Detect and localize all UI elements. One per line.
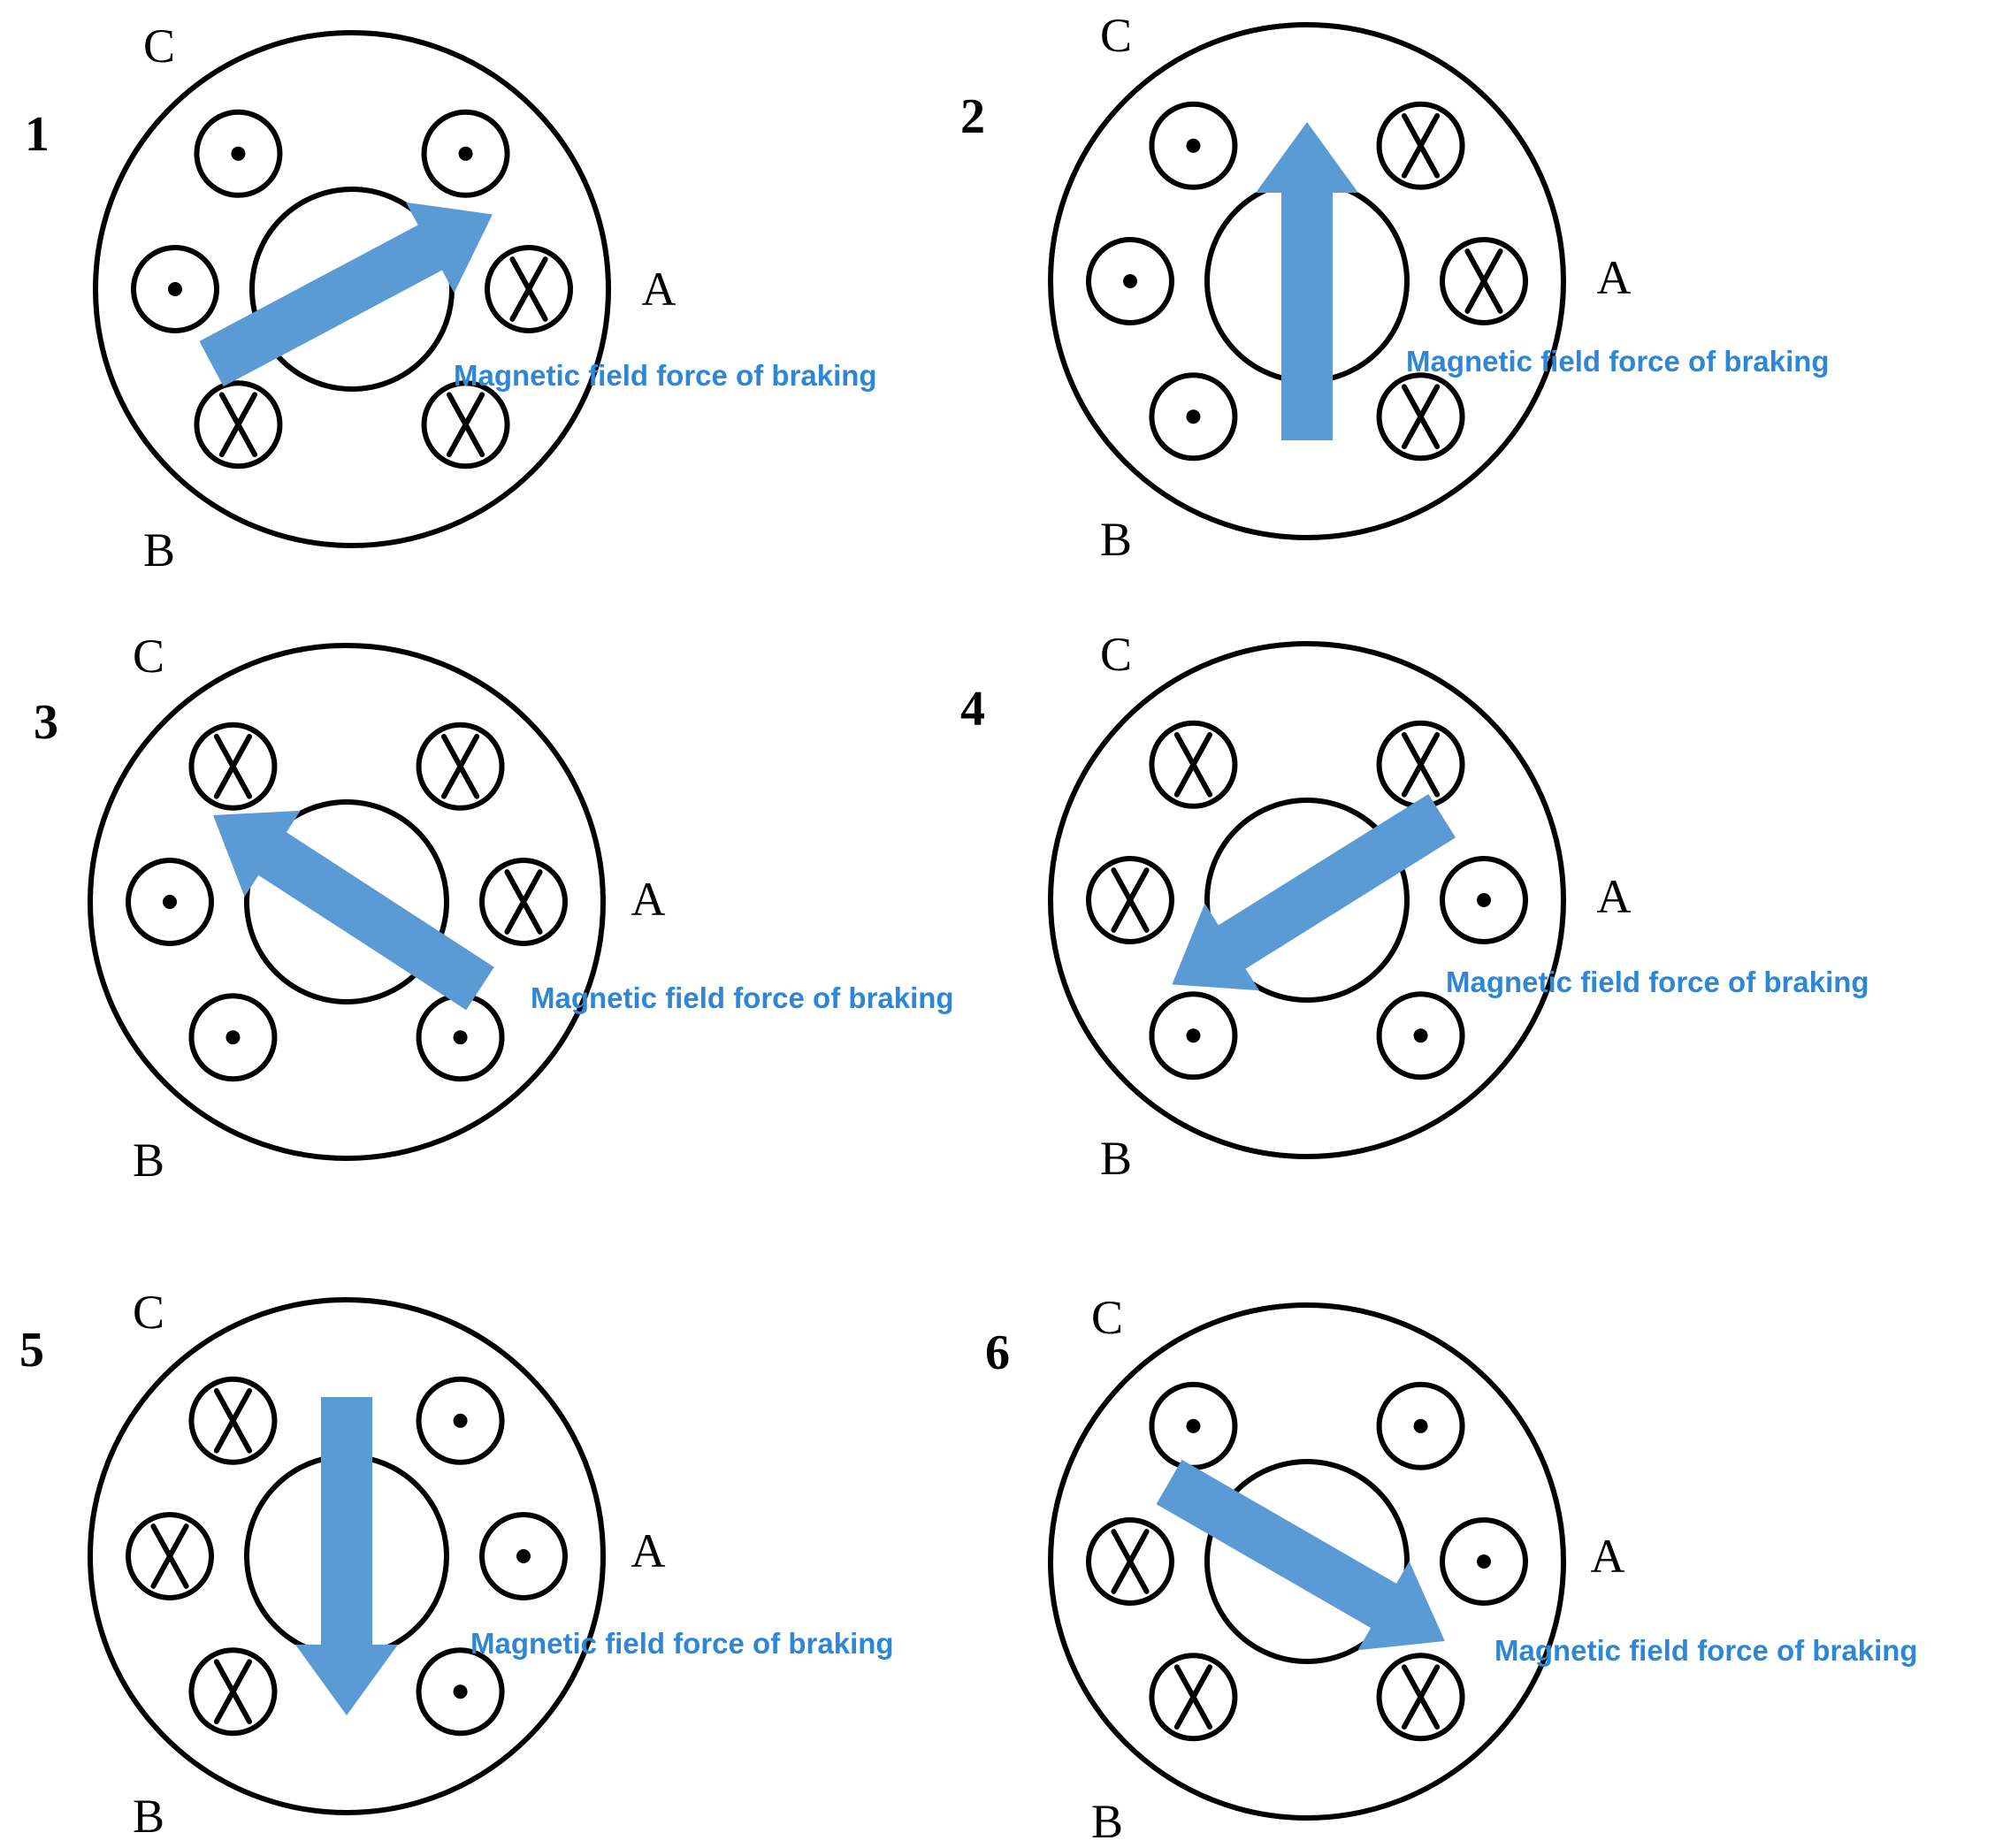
phase-label-c: C [133,1286,164,1339]
slot-lower-left-current-out-icon [1149,372,1238,462]
slot-lower-left-current-in-icon [188,1647,278,1737]
braking-force-caption: Magnetic field force of braking [1446,966,1869,998]
phase-label-b: B [1100,1132,1132,1185]
slot-left-current-out-icon [126,858,214,946]
slot-upper-left-current-out-icon [1149,1381,1238,1470]
braking-force-arrow-icon [1156,1459,1445,1651]
slot-upper-right-current-in-icon [1376,101,1465,190]
rotor-circle [1204,798,1410,1003]
motor-panel-3: 3 C B A Magnetic field force of braking [34,630,954,1187]
rotor-circle [244,799,449,1004]
slot-lower-right-current-out-icon [1376,991,1465,1081]
slot-right-current-in-icon [485,245,573,333]
phase-label-c: C [1100,628,1132,681]
slot-right-current-in-icon [1440,237,1528,325]
slot-left-current-in-icon [1086,856,1174,944]
slot-lower-left-current-out-icon [1149,991,1238,1081]
slot-upper-left-current-in-icon [188,722,278,811]
braking-force-arrow-icon [199,202,493,387]
panel-number: 5 [19,1323,44,1378]
phase-label-b: B [143,523,175,577]
phase-label-c: C [143,19,175,73]
slot-upper-right-current-in-icon [1376,720,1465,809]
phase-label-b: B [1100,513,1132,566]
panel-number: 4 [960,682,985,737]
slot-right-current-in-icon [479,858,568,946]
braking-force-arrow-icon [295,1397,398,1715]
panel-number: 3 [34,695,58,750]
slot-left-current-out-icon [131,245,219,333]
braking-force-caption: Magnetic field force of braking [531,981,954,1014]
slot-left-current-in-icon [1086,1517,1174,1606]
slot-upper-right-current-out-icon [421,109,510,198]
panel-number: 6 [985,1325,1010,1380]
phase-label-c: C [1100,9,1132,62]
slot-upper-left-current-in-icon [188,1376,278,1465]
phase-label-c: C [1091,1291,1123,1344]
slot-lower-left-current-out-icon [188,993,278,1082]
braking-force-arrow-icon [1256,122,1358,440]
motor-panel-6: 6 C B A Magnetic field force of braking [985,1291,1918,1848]
slot-lower-left-current-in-icon [194,380,283,470]
slot-lower-right-current-in-icon [1376,1653,1465,1742]
phase-label-b: B [133,1134,164,1187]
phase-label-c: C [133,630,164,683]
braking-force-arrow-icon [213,810,494,1011]
phase-label-a: A [631,1524,666,1577]
phase-label-a: A [642,263,676,316]
slot-lower-right-current-out-icon [416,993,505,1082]
slot-upper-right-current-in-icon [416,722,505,811]
slot-upper-left-current-out-icon [1149,101,1238,190]
rotor-circle [1204,1459,1410,1664]
stator-outer-circle [88,643,606,1161]
motor-panel-5: 5 C B A Magnetic field force of braking [19,1286,894,1843]
phase-label-b: B [133,1790,164,1843]
braking-force-caption: Magnetic field force of braking [1494,1634,1918,1667]
braking-force-arrow-icon [1172,794,1456,991]
rotor-circle [249,187,455,392]
motor-panel-4: 4 C B A Magnetic field force of braking [960,628,1869,1185]
slot-lower-left-current-in-icon [1149,1653,1238,1742]
slot-left-current-out-icon [1086,237,1174,325]
slot-upper-right-current-out-icon [416,1376,505,1465]
slot-lower-right-current-out-icon [416,1647,505,1737]
slot-upper-right-current-out-icon [1376,1381,1465,1470]
slot-left-current-in-icon [126,1512,214,1600]
panel-number: 2 [960,89,985,144]
motor-panel-1: 1 C B A Magnetic field force of braking [25,19,877,577]
slot-lower-right-current-in-icon [1376,372,1465,462]
slot-upper-left-current-out-icon [194,109,283,198]
braking-force-caption: Magnetic field force of braking [454,359,877,392]
stator-outer-circle [93,30,611,548]
phase-label-b: B [1091,1795,1123,1848]
stator-outer-circle [1048,1302,1566,1821]
panel-number: 1 [25,107,50,162]
stator-outer-circle [1048,22,1566,540]
phase-label-a: A [1597,870,1632,923]
braking-force-caption: Magnetic field force of braking [1406,345,1830,378]
slot-right-current-out-icon [1440,856,1528,944]
braking-force-caption: Magnetic field force of braking [470,1627,894,1660]
stator-outer-circle [88,1297,606,1815]
phase-label-a: A [1591,1530,1625,1583]
phase-label-a: A [631,873,666,926]
slot-right-current-out-icon [1440,1517,1528,1606]
slot-right-current-out-icon [479,1512,568,1600]
slot-upper-left-current-in-icon [1149,720,1238,809]
phase-label-a: A [1597,251,1632,304]
motor-panel-2: 2 C B A Magnetic field force of braking [960,9,1830,566]
stator-outer-circle [1048,641,1566,1159]
slot-lower-right-current-in-icon [421,380,510,470]
